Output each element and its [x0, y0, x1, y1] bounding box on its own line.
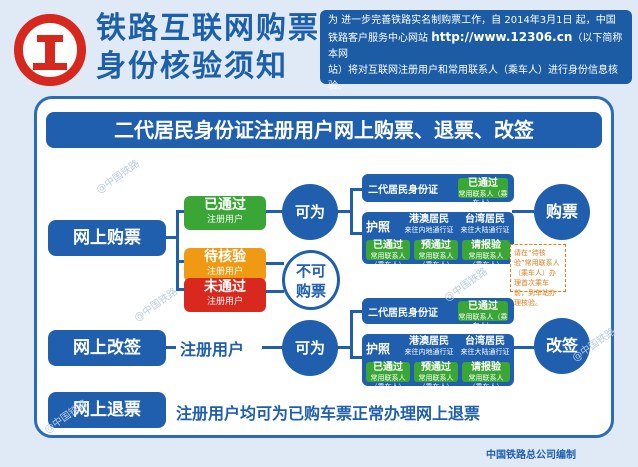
refund-text: 注册用户均可为已购车票正常办理网上退票 [176, 404, 481, 423]
can-circle: 可为 [282, 184, 338, 240]
page-title-line1: 铁路互联网购票 [96, 11, 320, 46]
notice-url[interactable]: http://www.12306.cn [431, 30, 573, 44]
status-passed: 已通过注册用户 [184, 196, 266, 230]
online-refund-button[interactable]: 网上退票 [48, 392, 166, 428]
passport-label: 护照 [366, 220, 391, 234]
online-purchase-button[interactable]: 网上购票 [48, 220, 166, 256]
note-box: 请在“待核验”常用联系人（乘车人）办理首次乘车前，到车站办理核验。 [510, 244, 566, 307]
page-title-line2: 身份核验须知 [96, 49, 288, 84]
id-card-box: 二代居民身份证 已通过常用联系人（乘车人） [362, 174, 514, 207]
other-docs-box: 护照 港澳居民来往内地通行证 台湾居民来往大陆通行证 已通过常用联系人（乘车人）… [362, 212, 514, 269]
notice-line: 站）将对互联网注册用户和常用联系人（乘车人）进行身份信息核验。 [328, 65, 618, 92]
doc-tag-passed: 已通过常用联系人（乘车人） [366, 240, 410, 269]
id-card-label: 二代居民身份证 [368, 185, 438, 196]
status-pending: 待核验注册用户 [184, 248, 266, 282]
doc-tag-verify: 请报验常用联系人（乘车人） [462, 240, 510, 269]
footer-text: 中国铁路总公司编制 [486, 450, 576, 461]
cannot-circle: 不可购票 [282, 250, 340, 310]
status-failed: 未通过注册用户 [184, 278, 266, 312]
notice-box: 为 进一步完善铁路实名制购票工作，自 2014年3月1日 起，中国 铁路客户服务… [320, 10, 632, 92]
online-change-button[interactable]: 网上改签 [48, 330, 166, 366]
hk-macau-label: 港澳居民来往内地通行证 [404, 214, 454, 234]
change-id-card-box: 二代居民身份证 已通过常用联系人（乘车人） [362, 298, 514, 330]
taiwan-label: 台湾居民来往大陆通行证 [460, 214, 510, 234]
change-result-circle: 改签 [534, 318, 590, 374]
change-other-docs-box: 护照 港澳居民来往内地通行证 台湾居民来往大陆通行证 已通过常用联系人（乘车人）… [362, 334, 514, 391]
change-can-circle: 可为 [282, 320, 338, 376]
change-user-label: 注册用户 [180, 340, 245, 359]
doc-tag-pre: 预通过常用联系人（乘车人） [414, 240, 458, 269]
purchase-result-circle: 购票 [534, 184, 590, 240]
railway-logo-icon [14, 14, 86, 86]
notice-line: 为 进一步完善铁路实名制购票工作，自 2014年3月1日 起，中国 [328, 15, 616, 26]
section-banner: 二代居民身份证注册用户网上购票、退票、改签 [46, 112, 602, 148]
id-card-tag: 已通过常用联系人（乘车人） [458, 178, 508, 207]
notice-line: 铁路客户服务中心网站 http://www.12306.cn（以下简称本网 [328, 30, 623, 60]
